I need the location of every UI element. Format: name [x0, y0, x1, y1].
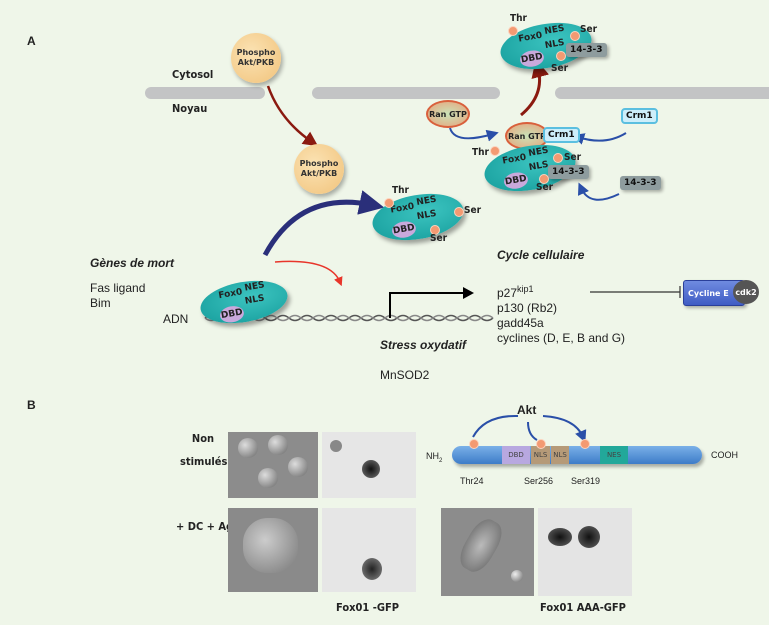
micrograph-gfp-aaa [538, 508, 632, 596]
akt-arrows [472, 414, 583, 440]
phospho-site-ser256 [536, 439, 546, 449]
foxo1-protein-bar: DBD NLS NLS NES [452, 446, 702, 464]
protein-14-3-3: 14-3-3 [620, 176, 661, 190]
site-ser319: Ser319 [571, 476, 601, 486]
nuclear-membrane [312, 87, 500, 99]
crm1-arrow [572, 132, 627, 145]
caption-fox01-gfp: Fox01 -GFP [336, 601, 399, 614]
adn-label: ADN [163, 312, 189, 326]
domain-nls: NLS [551, 446, 569, 464]
panel-a-label: A [27, 34, 36, 48]
gene-fas-ligand: Fas ligand [90, 281, 146, 295]
noyau-label: Noyau [172, 102, 208, 115]
gene-gadd45a: gadd45a [497, 316, 544, 330]
cooh-label: COOH [711, 450, 738, 460]
micrograph-dic-unstimulated [228, 432, 318, 498]
phospho-site-ser319 [580, 439, 590, 449]
transcription-arrow [389, 292, 465, 318]
domain-dbd: DBD [502, 446, 530, 464]
phospho-site-thr24 [469, 439, 479, 449]
site-thr24: Thr24 [460, 476, 484, 486]
nuclear-membrane [145, 87, 265, 99]
inhibition-line [590, 286, 681, 298]
protein-14-3-3: 14-3-3 [566, 43, 607, 57]
gene-bim: Bim [90, 296, 111, 310]
cytosol-label: Cytosol [172, 68, 214, 81]
micrograph-dic-aaa [441, 508, 534, 596]
micrograph-gfp-unstimulated [322, 432, 416, 498]
akt-translocation-arrow [266, 85, 319, 147]
stress-oxydatif-title: Stress oxydatif [380, 338, 467, 352]
panel-b-label: B [27, 398, 36, 412]
gene-p27: p27kip1 [497, 284, 534, 300]
export-arrow [520, 59, 549, 117]
crm1: Crm1 [621, 108, 658, 124]
akt-label: Akt [517, 403, 537, 417]
micrograph-dic-stimulated [228, 508, 318, 592]
domain-nls: NLS [531, 446, 550, 464]
caption-fox01-aaa-gfp: Fox01 AAA-GFP [540, 601, 626, 614]
gene-mnsod2: MnSOD2 [380, 368, 430, 382]
row-label-non-stimules: Non [191, 432, 215, 445]
cdk2: cdk2 [733, 280, 759, 304]
gene-p130: p130 (Rb2) [497, 301, 558, 315]
micrograph-gfp-stimulated [322, 508, 416, 592]
1433-arrow [577, 182, 620, 201]
ran-gtp: Ran GTP [426, 100, 470, 128]
gene-cyclines: cyclines (D, E, B and G) [497, 331, 626, 345]
genes-de-mort-title: Gènes de mort [90, 256, 175, 270]
inhibition-arrow [274, 260, 343, 287]
cycle-cellulaire-title: Cycle cellulaire [497, 248, 585, 262]
phospho-arrow [262, 190, 385, 257]
site-ser256: Ser256 [524, 476, 554, 486]
ran-arrow [449, 127, 499, 142]
row-label-non-stimules-2: stimulés [180, 455, 228, 468]
nuclear-membrane [555, 87, 769, 99]
domain-nes: NES [600, 446, 628, 464]
row-label-dc-ag: + DC + Ag [176, 520, 234, 533]
nh2-label: NH2 [426, 451, 443, 464]
